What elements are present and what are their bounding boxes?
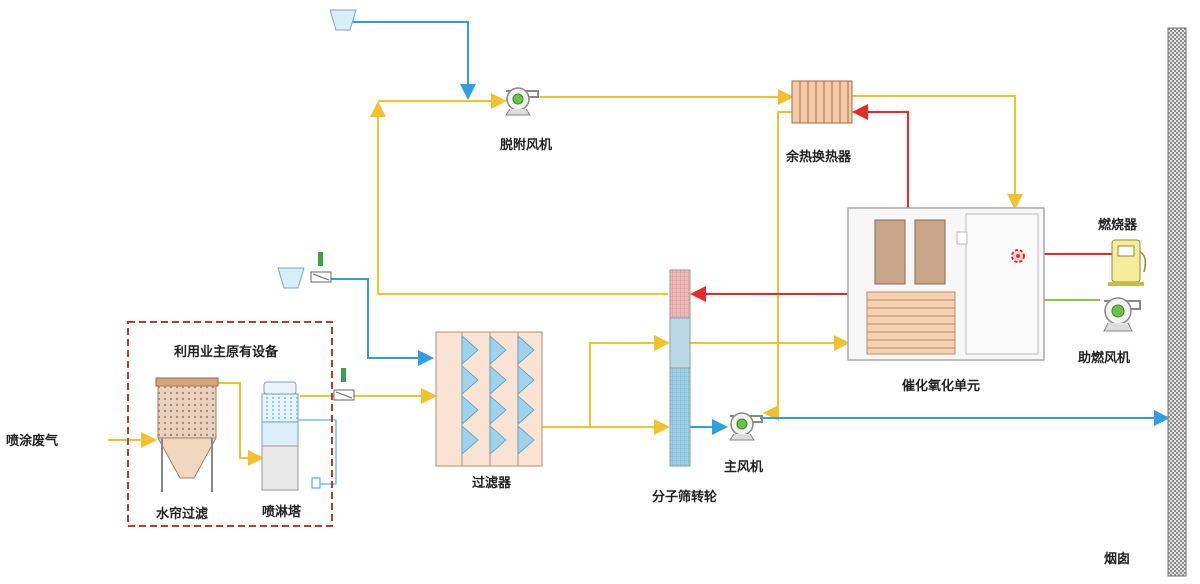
pipe-fresh-air-left (330, 278, 434, 366)
spray-recirculation (296, 419, 337, 485)
desorb-fan-icon (505, 87, 539, 116)
chimney-label: 烟囱 (1104, 552, 1131, 567)
pipe-hot-to-hx (852, 104, 909, 208)
desorb-fan-label: 脱附风机 (500, 138, 553, 153)
main-fan-label: 主风机 (724, 460, 764, 475)
chimney-stack-icon (1167, 27, 1187, 577)
rotor-label: 分子筛转轮 (652, 490, 718, 505)
heat-exchanger-icon (791, 80, 853, 124)
spray-pump-icon (311, 477, 321, 489)
filter-label: 过滤器 (472, 476, 512, 491)
pipe-filter-to-rotor (542, 335, 670, 428)
pipe-desorb-return (370, 101, 668, 295)
spray-tower-label: 喷淋塔 (262, 505, 302, 520)
inlet-label: 喷涂废气 (6, 434, 59, 449)
combustion-fan-label: 助燃风机 (1078, 351, 1131, 366)
pipe-hx-to-catalytic (852, 95, 1023, 210)
filter-unit-icon (435, 331, 543, 467)
combustion-fan-icon (1103, 297, 1141, 332)
pipe-hx-to-mainline (763, 111, 792, 421)
flame-icon (1011, 249, 1025, 263)
water-curtain-filter-icon (155, 377, 219, 492)
catalytic-unit-label: 催化氧化单元 (902, 379, 981, 394)
rotor-wheel-icon (669, 269, 691, 467)
existing-equipment-label: 利用业主原有设备 (174, 345, 279, 360)
damper-valve-left-icon (310, 252, 332, 283)
pipe-curtain-to-spray (218, 382, 264, 466)
damper-valve-inlet-icon (333, 368, 355, 401)
main-fan-icon (729, 412, 763, 441)
catalytic-oxidation-unit-icon (847, 207, 1045, 361)
burner-icon (1108, 239, 1147, 286)
air-intake-top-icon (329, 9, 357, 31)
existing-equipment-box (127, 321, 333, 527)
air-intake-left-icon (277, 267, 305, 289)
burner-label: 燃烧器 (1098, 218, 1138, 233)
water-curtain-label: 水帘过滤 (156, 507, 209, 522)
pipe-fresh-air-top (352, 21, 476, 100)
spray-tower-icon (261, 381, 299, 491)
heat-exchanger-label: 余热换热器 (786, 150, 852, 165)
